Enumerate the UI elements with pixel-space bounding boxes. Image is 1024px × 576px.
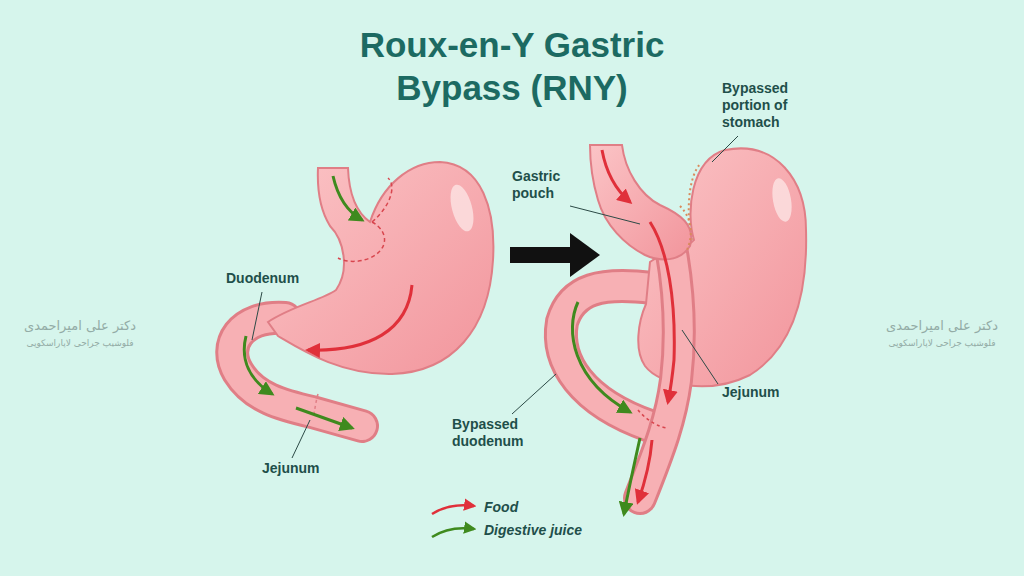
part-label: Bypassed duodenum: [452, 416, 542, 450]
part-label: Duodenum: [226, 270, 299, 287]
watermark: فلوشیپ جراحی لاپاراسکوپی: [10, 338, 150, 348]
watermark: دکتر علی امیراحمدی: [872, 318, 1012, 333]
legend-text: Digestive juice: [484, 522, 582, 538]
part-label: Gastric pouch: [512, 168, 574, 202]
watermark: فلوشیپ جراحی لاپاراسکوپی: [872, 338, 1012, 348]
bypass-stomach: [561, 145, 806, 514]
watermark: دکتر علی امیراحمدی: [10, 318, 150, 333]
part-label: Jejunum: [722, 384, 780, 401]
legend-text: Food: [484, 499, 518, 515]
diagram-title: Roux-en-Y Gastric Bypass (RNY): [312, 24, 712, 109]
part-label: Jejunum: [262, 460, 320, 477]
transition-arrow: [510, 233, 600, 277]
normal-stomach: [232, 162, 493, 428]
legend-sample: [432, 505, 474, 537]
part-label: Bypassed portion of stomach: [722, 80, 822, 130]
leader-lines: [252, 136, 738, 458]
